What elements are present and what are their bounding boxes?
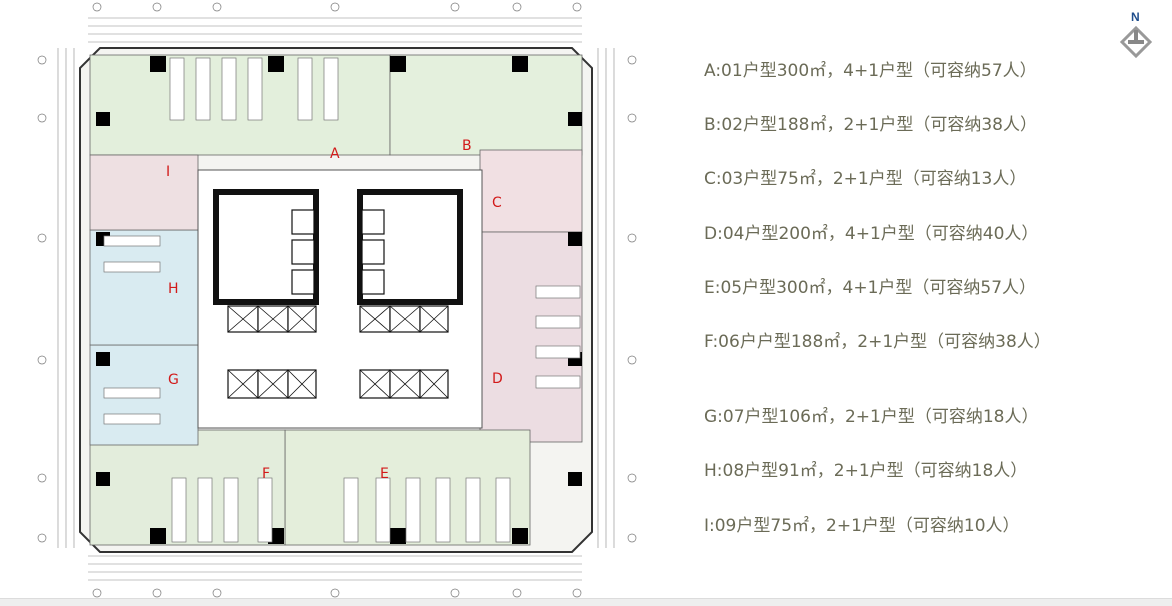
desk	[343, 477, 359, 543]
desk	[197, 477, 213, 543]
unit-label-E: E	[380, 466, 389, 482]
elevator-crosses	[227, 305, 449, 399]
desk	[103, 235, 161, 247]
desk	[535, 345, 581, 359]
desk	[535, 375, 581, 389]
workstation-desks	[103, 57, 581, 543]
unit-label-I: I	[166, 164, 170, 180]
desk	[495, 477, 511, 543]
dimension-lines-top	[88, 17, 582, 43]
axis-bubbles	[37, 2, 637, 598]
zone-F	[89, 429, 286, 546]
legend-item-H: H:08户型91㎡，2+1户型（可容纳18人）	[704, 461, 1028, 481]
desk	[375, 477, 391, 543]
desk	[465, 477, 481, 543]
dimension-lines-bottom	[88, 555, 582, 581]
desk	[103, 261, 161, 273]
legend-item-C: C:03户型75㎡，2+1户型（可容纳13人）	[704, 169, 1027, 189]
unit-label-C: C	[492, 195, 502, 211]
zone-I	[89, 154, 199, 231]
legend-item-I: I:09户型75㎡，2+1户型（可容纳10人）	[704, 516, 1020, 536]
desk	[221, 57, 237, 121]
unit-label-G: G	[168, 372, 179, 388]
desk	[405, 477, 421, 543]
unit-label-F: F	[262, 466, 270, 482]
apartment-zones	[89, 54, 583, 546]
bottom-scroll-bar	[0, 598, 1172, 606]
core-walls	[213, 189, 463, 305]
north-indicator: N	[1116, 10, 1156, 60]
desk	[257, 477, 273, 543]
floor-plan: A B C D E F G H I	[37, 2, 637, 598]
zone-A	[89, 54, 391, 156]
desk	[535, 315, 581, 329]
desk	[297, 57, 313, 121]
legend-item-A: A:01户型300㎡，4+1户型（可容纳57人）	[704, 61, 1037, 81]
desk	[171, 477, 187, 543]
legend-item-G: G:07户型106㎡，2+1户型（可容纳18人）	[704, 407, 1039, 427]
unit-label-B: B	[462, 138, 472, 154]
zone-D	[479, 231, 583, 443]
zone-H	[89, 229, 199, 346]
north-arrow-icon	[1119, 25, 1153, 58]
structural-columns	[96, 56, 582, 544]
zone-B	[389, 54, 583, 156]
desk	[435, 477, 451, 543]
desk	[169, 57, 185, 121]
dimension-lines-left	[57, 48, 75, 548]
dimension-lines-right	[597, 48, 615, 548]
desk	[195, 57, 211, 121]
desk	[103, 413, 161, 425]
desk	[323, 57, 339, 121]
unit-labels: A B C D E F G H I	[166, 138, 503, 482]
north-label: N	[1131, 10, 1140, 24]
unit-label-D: D	[492, 371, 503, 387]
zone-C	[479, 149, 583, 233]
legend-item-D: D:04户型200㎡，4+1户型（可容纳40人）	[704, 224, 1039, 244]
unit-label-H: H	[168, 281, 179, 297]
desk	[223, 477, 239, 543]
desk	[247, 57, 263, 121]
legend-item-F: F:06户户型188㎡，2+1户型（可容纳38人）	[704, 332, 1051, 352]
unit-label-A: A	[330, 146, 340, 162]
legend-item-B: B:02户型188㎡，2+1户型（可容纳38人）	[704, 115, 1037, 135]
legend-item-E: E:05户型300㎡，4+1户型（可容纳57人）	[704, 278, 1037, 298]
desk	[103, 387, 161, 399]
desk	[535, 285, 581, 299]
